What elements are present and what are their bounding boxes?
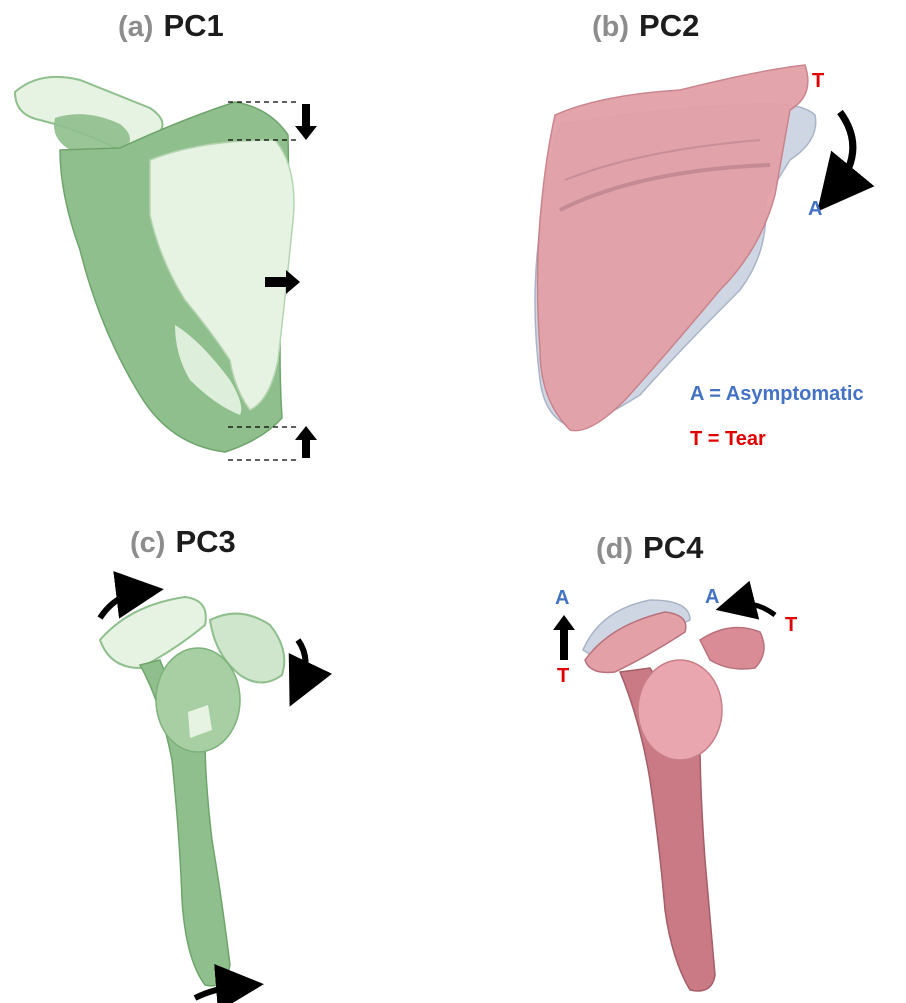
pc3-glenoid-shape [156, 648, 240, 752]
panel-c-scapula [100, 592, 306, 998]
pc2-tear-shape [538, 65, 808, 431]
pc2-label-t: T [812, 70, 824, 93]
pc4-coracoid-shape [700, 628, 764, 670]
pc2-curved-arrow [835, 112, 853, 190]
pc3-side-arrow [298, 640, 306, 685]
panel-b-scapula [535, 65, 853, 431]
panel-a-scapula [15, 77, 317, 460]
pc1-up-arrow [295, 426, 317, 458]
legend-tear: T = Tear [690, 428, 766, 451]
pc4-glenoid-shape [638, 660, 722, 760]
pc1-down-arrow [295, 104, 317, 140]
pc4-label-t-right: T [785, 614, 797, 637]
pc4-up-arrow [553, 615, 575, 660]
legend-asymptomatic: A = Asymptomatic [690, 383, 864, 406]
pc4-label-a-left: A [555, 587, 569, 610]
pc4-label-t-left: T [557, 665, 569, 688]
panel-d-scapula [553, 600, 775, 991]
pc4-label-a-right: A [705, 586, 719, 609]
pc2-label-a: A [808, 198, 822, 221]
pc4-left-arrow [735, 604, 775, 615]
pc3-bottom-arrow [195, 986, 240, 998]
